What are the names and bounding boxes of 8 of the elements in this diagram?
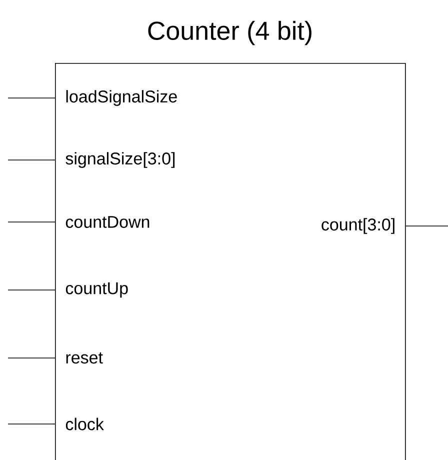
pin-label: loadSignalSize	[66, 90, 177, 106]
pin-label: signalSize[3:0]	[66, 152, 175, 168]
pin-label: countUp	[66, 282, 128, 298]
pin-label: clock	[66, 418, 104, 430]
pin-label: reset	[66, 352, 103, 364]
pin-label: count[3:0]	[322, 218, 394, 234]
pin-label: countDown	[66, 216, 150, 228]
title: Counter (4 bit)	[148, 20, 312, 46]
